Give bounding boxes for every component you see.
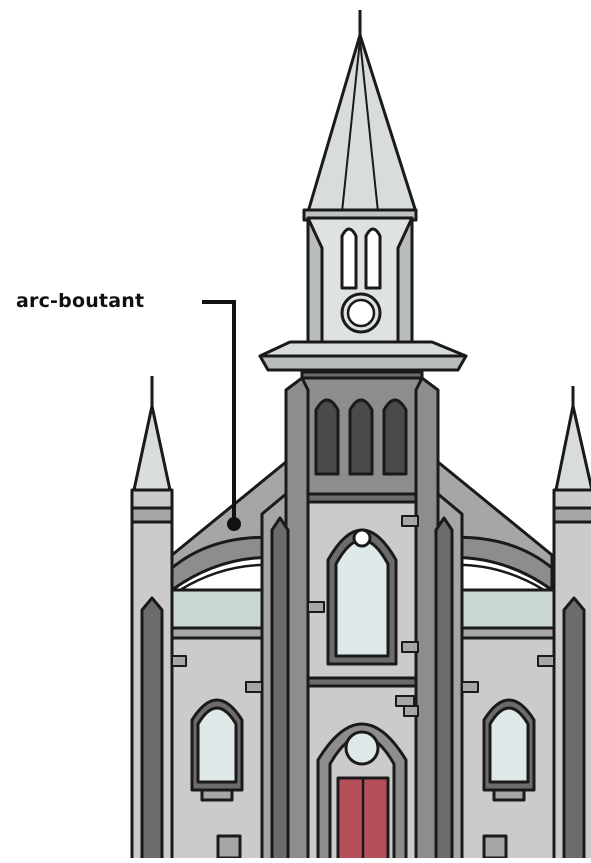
nave-roof-left [172, 590, 268, 628]
portal-rose [346, 732, 378, 764]
belfry-window-right [366, 229, 380, 288]
louver-3 [384, 400, 406, 474]
belfry-window-left [342, 229, 356, 288]
turret-spire-left [134, 406, 170, 490]
arc-boutant-label: arc-boutant [16, 290, 144, 312]
nave-roof-right [462, 590, 556, 628]
turret-spire-right [556, 406, 591, 490]
belfry-cornice [260, 342, 466, 356]
louver-2 [350, 400, 372, 474]
central-window [328, 530, 396, 664]
leader-dot [227, 517, 241, 531]
louver-1 [316, 400, 338, 474]
leader-line [202, 302, 241, 531]
portal [318, 724, 406, 858]
